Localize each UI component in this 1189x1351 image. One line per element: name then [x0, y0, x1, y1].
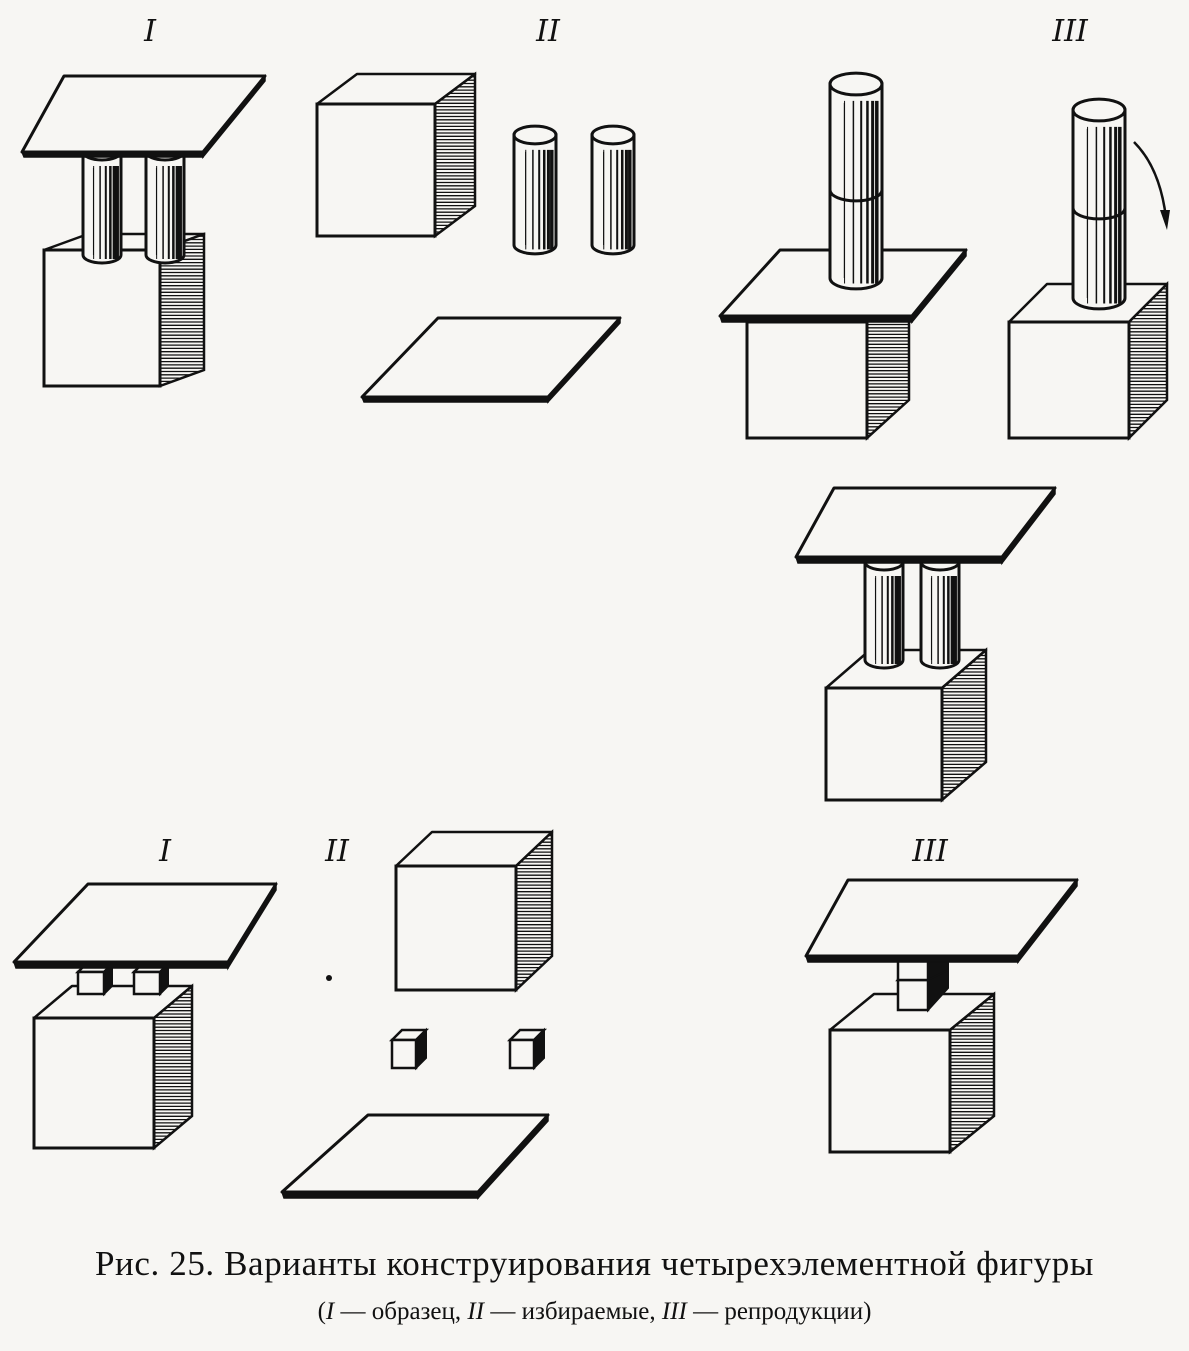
- top-repro-cylinder-a: [828, 71, 884, 291]
- middle-repro-plate: [794, 485, 1057, 566]
- top-sample-cylinder-left: [81, 142, 123, 265]
- label-bottom-II: II: [325, 834, 349, 869]
- rotation-arrow-icon: [1133, 141, 1170, 230]
- middle-repro-cylinder-left: [863, 552, 905, 670]
- bottom-repro-base-cube: [828, 991, 996, 1155]
- bottom-choice-small-cube-right: [506, 1027, 548, 1071]
- ink-speck: [326, 975, 332, 981]
- top-choice-cylinder-left: [512, 124, 558, 256]
- top-choice-cube: [315, 71, 477, 239]
- bottom-choice-small-cube-left: [388, 1027, 430, 1071]
- figure-caption-legend: (I — образец, II — избираемые, III — реп…: [0, 1298, 1189, 1326]
- top-sample-cylinder-right: [144, 142, 186, 265]
- top-sample-plate: [20, 73, 267, 160]
- bottom-choice-cube: [394, 829, 554, 993]
- bottom-repro-plate: [804, 877, 1079, 965]
- caption-numeral-I: I: [325, 1298, 335, 1325]
- label-top-III: III: [1052, 14, 1088, 49]
- caption-numeral-II: II: [467, 1298, 485, 1325]
- figure-caption: Рис. 25. Варианты конструирования четыре…: [94, 1244, 1094, 1283]
- bottom-sample-plate: [12, 881, 278, 971]
- caption-paren: (: [317, 1298, 326, 1325]
- label-top-II: II: [536, 14, 560, 49]
- middle-repro-cylinder-right: [919, 552, 961, 670]
- bottom-choice-plate: [280, 1113, 550, 1200]
- top-choice-cylinder-right: [590, 124, 636, 256]
- caption-sample-text: — образец,: [334, 1298, 468, 1325]
- caption-reproduction-text: — репродукции): [686, 1298, 872, 1325]
- top-repro-cylinder-b: [1071, 97, 1127, 311]
- caption-numeral-III: III: [661, 1298, 687, 1325]
- top-choice-plate: [360, 316, 622, 404]
- middle-repro-base-cube: [824, 647, 988, 803]
- label-bottom-I: I: [159, 834, 171, 869]
- label-bottom-III: III: [912, 834, 948, 869]
- caption-selected-text: — избираемые,: [484, 1298, 662, 1325]
- label-top-I: I: [144, 14, 156, 49]
